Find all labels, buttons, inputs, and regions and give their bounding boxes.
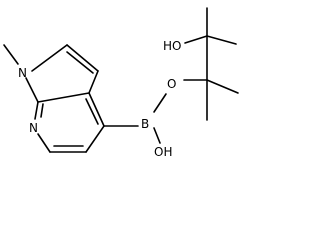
ester-oxygen-label: O — [167, 77, 176, 91]
bond-c2-c3-inner — [66, 51, 94, 74]
bond-c2-c3 — [66, 44, 99, 72]
bond-c1-methyl-right — [206, 79, 239, 94]
boron-hydroxyl-label: OH — [154, 145, 172, 159]
bond-n1-c7a — [25, 77, 39, 103]
bond-c7a-n7 — [34, 101, 39, 120]
structure-svg: N N B HO O OH — [3, 7, 239, 159]
bond-c5-c4 — [85, 125, 105, 153]
n-methyl-label: N — [18, 66, 27, 80]
molecule-diagram: N N B HO O OH — [3, 7, 239, 159]
bond-c2-ho — [184, 35, 208, 44]
bond-c4-c3a — [88, 92, 105, 127]
bond-methyl-n — [3, 44, 19, 65]
bond-c3-c3a — [88, 70, 99, 94]
bond-n7-c6 — [37, 133, 51, 153]
bond-c7a-c3a — [37, 92, 90, 103]
bond-c7a-n7-inner — [40, 103, 44, 118]
bond-b-o — [153, 93, 167, 113]
bond-c4-c3a-inner — [85, 98, 99, 125]
bond-b-oh — [153, 127, 161, 144]
hydroxyl-top-label: HO — [163, 39, 181, 53]
bond-c2-methyl-right — [206, 35, 237, 45]
bond-n1-c2 — [31, 44, 68, 72]
boron-label: B — [141, 117, 149, 131]
n-pyridine-label: N — [29, 121, 38, 135]
